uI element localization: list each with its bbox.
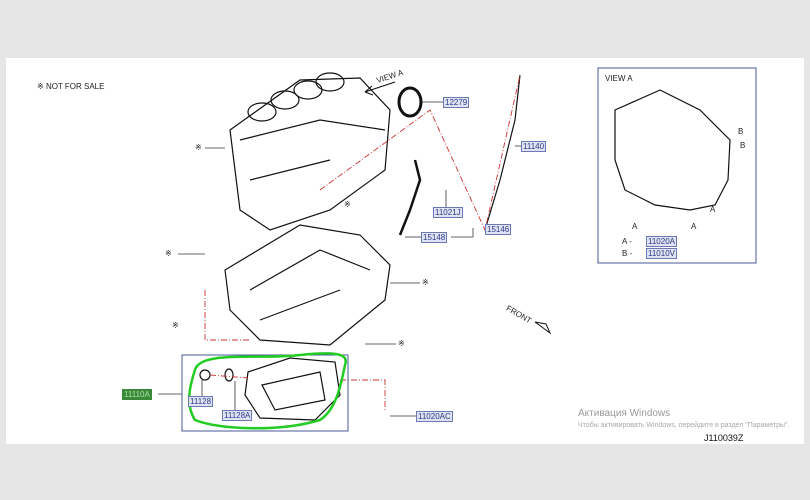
inset-point-b: B (740, 141, 746, 150)
dipstick (484, 74, 521, 231)
oil-pan-group-box (181, 354, 349, 432)
not-for-sale-mark: ※ (165, 249, 172, 258)
part-label-11021j[interactable]: 11021J (433, 207, 463, 218)
inset-point-a: A (691, 222, 697, 231)
part-label-11110a-highlighted[interactable]: 11110A (122, 389, 152, 400)
oil-seal (397, 86, 423, 118)
not-for-sale-mark: ※ (37, 82, 44, 91)
legend-part-11010v[interactable]: 11010V (646, 248, 677, 259)
legend-part-11020a[interactable]: 11020A (646, 236, 677, 247)
inset-title: VIEW A (605, 74, 633, 83)
part-label-15148[interactable]: 15148 (421, 232, 448, 243)
part-label-15146[interactable]: 15146 (485, 224, 512, 235)
view-a-arrow-icon (364, 81, 396, 96)
bellhousing-outline (614, 89, 731, 211)
callout-lines (158, 101, 521, 417)
not-for-sale-mark: ※ (172, 321, 179, 330)
not-for-sale-mark: ※ (398, 339, 405, 348)
lower-oil-pan (199, 357, 341, 421)
not-for-sale-mark: ※ (195, 143, 202, 152)
legend-key-b: B - (622, 249, 633, 258)
not-for-sale-text: NOT FOR SALE (45, 82, 105, 91)
inset-point-b: B (738, 127, 744, 136)
legend-key-a: A - (622, 237, 632, 246)
cylinder-block (229, 72, 391, 231)
part-label-11128[interactable]: 11128 (188, 396, 214, 407)
green-highlight-outline (188, 352, 347, 430)
part-label-11140[interactable]: 11140 (521, 141, 547, 152)
inset-point-a: A (632, 222, 638, 231)
dipstick-tube (398, 159, 422, 236)
diagram-code: J110039Z (704, 433, 744, 443)
upper-oil-pan (224, 224, 391, 346)
leader-lines (204, 74, 521, 410)
not-for-sale-mark: ※ (422, 278, 429, 287)
windows-activation-title: Активация Windows (578, 408, 671, 419)
inset-point-a: A (710, 205, 716, 214)
part-label-11128a[interactable]: 11128A (222, 410, 253, 421)
view-a-inset-box (597, 67, 757, 264)
part-label-11020ac[interactable]: 11020AC (416, 411, 453, 422)
not-for-sale-mark: ※ (344, 200, 351, 209)
front-arrow-icon (534, 321, 552, 335)
part-label-12279[interactable]: 12279 (443, 97, 470, 108)
not-for-sale-note: ※ NOT FOR SALE (37, 82, 104, 91)
windows-activation-text: Чтобы активировать Windows, перейдите в … (578, 422, 790, 429)
